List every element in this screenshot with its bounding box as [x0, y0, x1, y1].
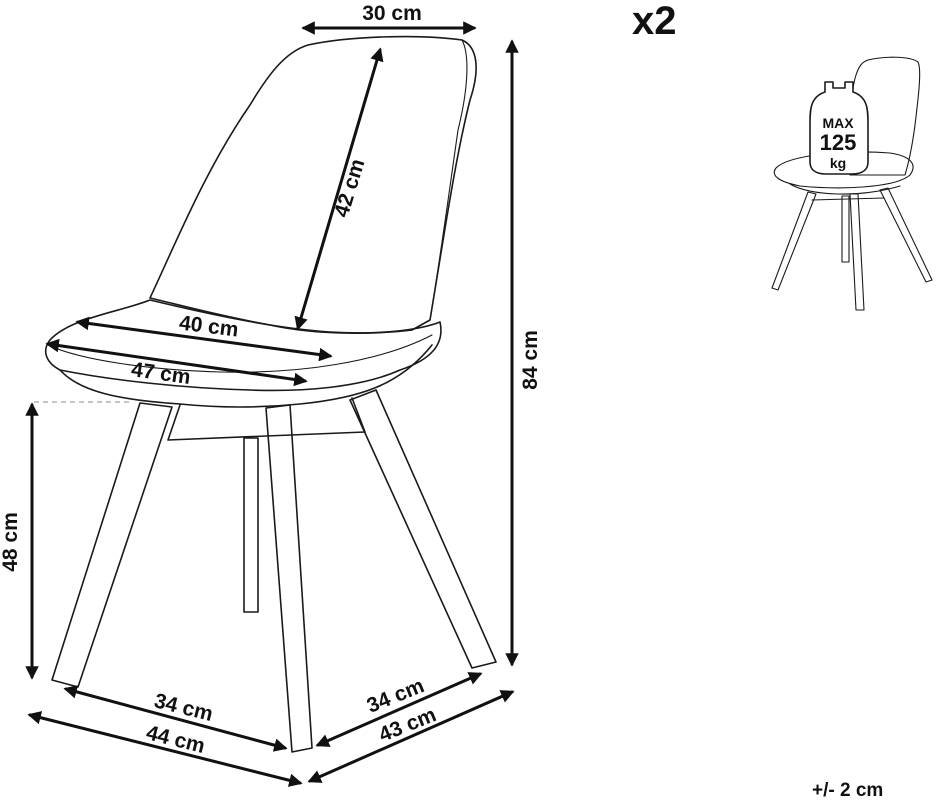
leg-back-right — [349, 389, 497, 669]
arrow-front-legs-outer — [27, 711, 303, 787]
tolerance-note: +/- 2 cm — [812, 780, 883, 800]
arrow-backrest-height — [294, 47, 384, 331]
label-total-height: 84 cm — [519, 330, 542, 390]
small-frame — [811, 197, 885, 201]
weight-max-label: MAX — [822, 115, 854, 131]
weight-capacity-illustration: MAX 125 kg — [771, 56, 933, 311]
label-backrest-height: 42 cm — [330, 156, 369, 220]
leg-back-left — [243, 437, 259, 613]
arrow-seat-width — [45, 338, 308, 387]
label-backrest-top-width: 30 cm — [362, 2, 422, 25]
small-leg-mid — [849, 193, 865, 311]
backrest-edge-line — [429, 39, 468, 321]
dimension-arrows — [25, 21, 519, 787]
arrow-side-legs-outer — [307, 690, 515, 783]
leg-front-right — [265, 404, 313, 753]
weight-unit-label: kg — [830, 155, 846, 171]
backrest-outline — [149, 35, 477, 334]
weight-icon — [809, 81, 869, 175]
small-seat-base — [789, 183, 901, 195]
seat-frame — [167, 397, 366, 441]
seat-base — [59, 344, 433, 408]
chair-drawing — [44, 35, 497, 753]
leg-front-left — [51, 402, 173, 688]
small-leg-left — [771, 191, 817, 291]
small-leg-back — [841, 195, 850, 263]
label-seat-height: 48 cm — [0, 512, 22, 572]
small-leg-right — [879, 187, 933, 283]
weight-value-label: 125 — [820, 130, 857, 155]
small-backrest — [849, 56, 921, 176]
quantity-label: x2 — [632, 0, 677, 43]
